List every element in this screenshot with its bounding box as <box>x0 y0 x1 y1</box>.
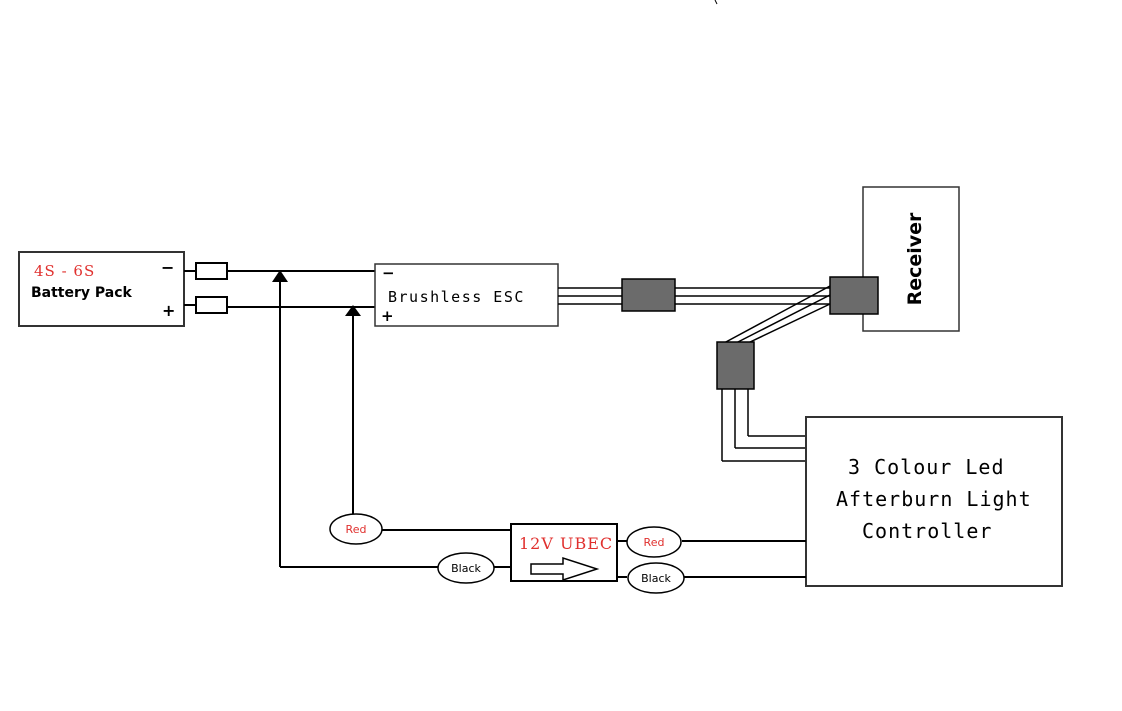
esc-minus-sign: − <box>382 264 395 282</box>
battery-label: Battery Pack <box>31 285 133 301</box>
battery-cells-label: 4S - 6S <box>34 262 95 280</box>
fuse-positive <box>195 296 228 314</box>
ubec: 12V UBEC <box>510 523 618 582</box>
battery-leads <box>184 262 376 314</box>
fuse-negative <box>195 262 228 280</box>
power-taps <box>279 281 806 578</box>
tap-negative-junction <box>272 270 288 282</box>
stray-mark <box>714 0 718 5</box>
wire-label-black-out: Black <box>627 562 685 594</box>
controller-servo-connector <box>716 341 755 390</box>
afterburn-controller: 3 Colour Led Afterburn Light Controller <box>805 416 1063 587</box>
battery-pack: 4S - 6S Battery Pack − + <box>18 251 185 327</box>
receiver-box <box>862 186 960 332</box>
wire-label-red-out: Red <box>626 526 682 558</box>
controller-signal-cable <box>721 285 831 462</box>
receiver: Receiver <box>862 186 960 332</box>
black-in-text: Black <box>451 562 481 575</box>
red-out-text: Red <box>644 536 665 549</box>
esc-label: Brushless ESC <box>388 288 525 306</box>
battery-minus-sign: − <box>161 258 174 277</box>
battery-plus-sign: + <box>162 301 175 320</box>
ubec-label: 12V UBEC <box>519 534 613 553</box>
red-in-text: Red <box>346 523 367 536</box>
ubec-arrow-icon <box>530 556 600 582</box>
controller-box <box>805 416 1063 587</box>
esc-box <box>374 263 559 327</box>
esc-servo-connector <box>621 278 676 312</box>
battery-box <box>18 251 185 327</box>
esc-signal-cable <box>558 287 830 305</box>
tap-positive-junction <box>345 305 361 316</box>
brushless-esc: − Brushless ESC + <box>374 263 559 327</box>
receiver-label: Receiver <box>904 212 926 305</box>
wire-label-red-in: Red <box>329 513 383 545</box>
esc-plus-sign: + <box>381 307 394 325</box>
controller-label-line1: 3 Colour Led <box>848 455 1005 479</box>
wire-label-black-in: Black <box>437 552 495 584</box>
controller-label-line3: Controller <box>862 519 992 543</box>
receiver-connector <box>829 276 879 315</box>
controller-label-line2: Afterburn Light <box>836 487 1032 511</box>
black-out-text: Black <box>641 572 671 585</box>
